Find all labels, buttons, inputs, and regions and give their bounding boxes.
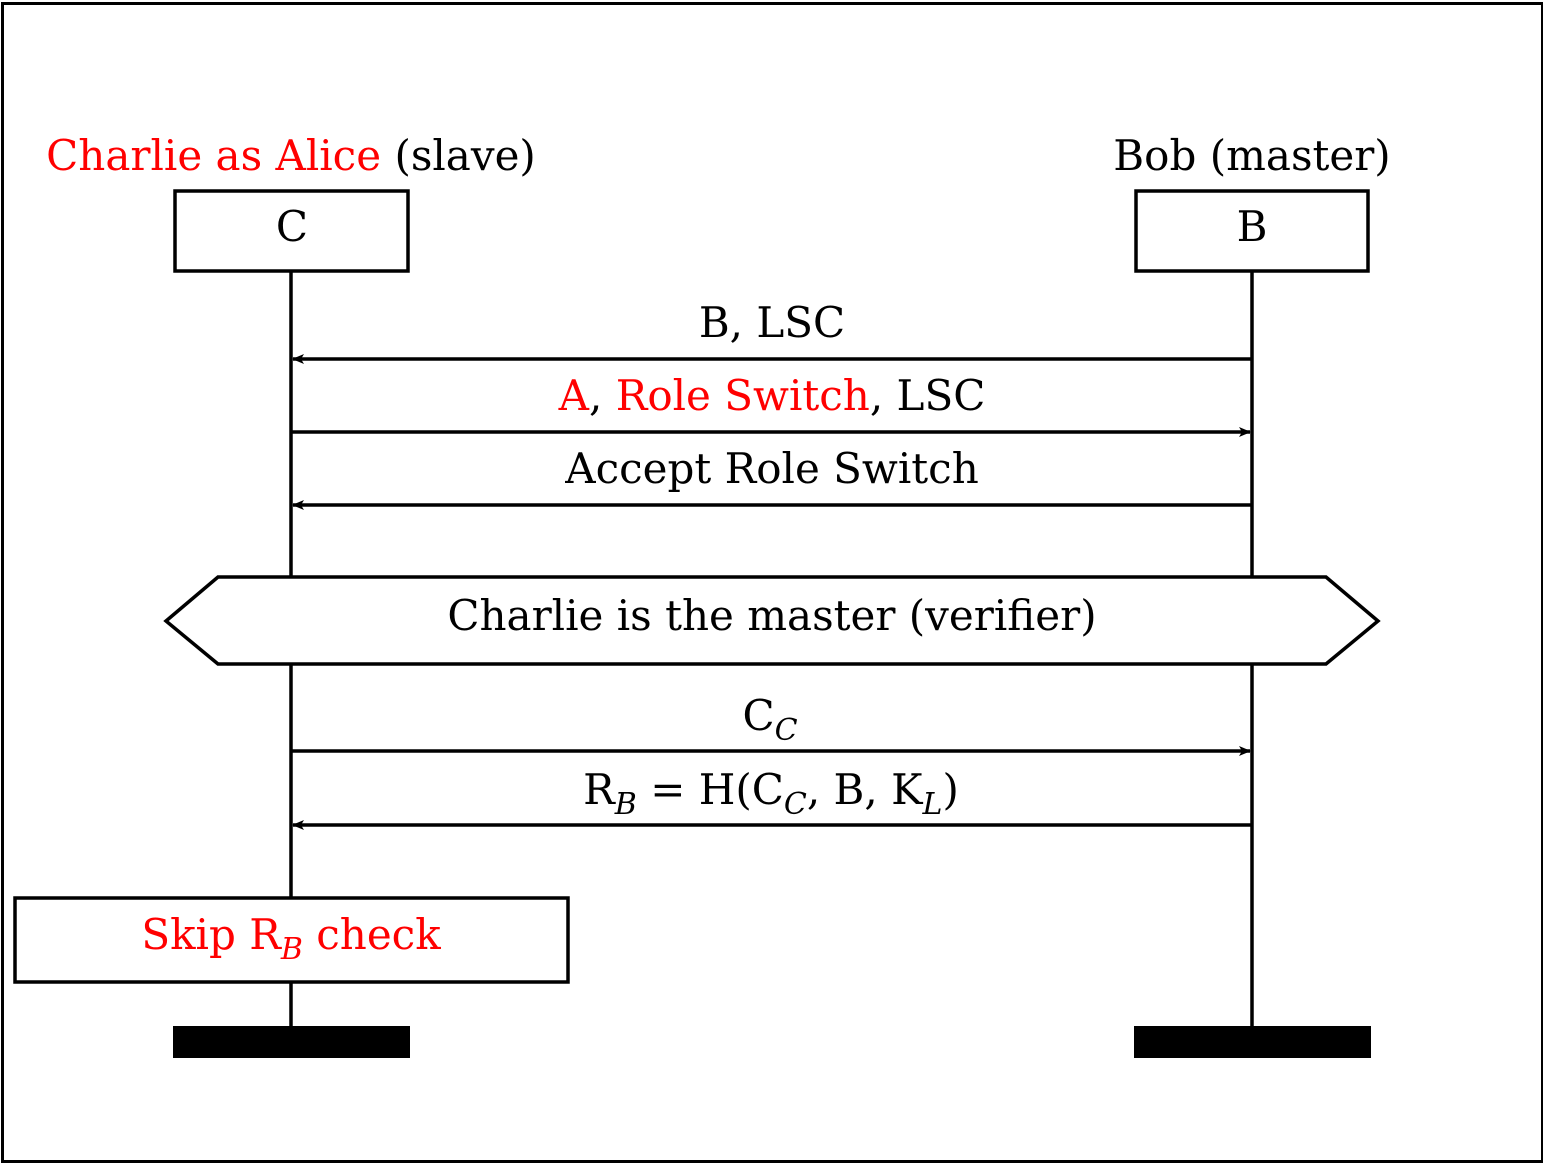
message-label-2-part-lsc: , LSC [869,371,986,420]
participant-title-charlie-rest: (slave) [394,131,536,180]
banner-shape [163,575,1381,666]
message-label-5-part-6: ) [942,765,959,814]
message-label-2-part-sep: , [588,371,616,420]
message-label-2-part-role-switch: Role Switch [615,371,870,420]
participant-box-label-bob: B [1236,202,1268,251]
message-label-4-base: C [742,691,775,740]
message-label-2: A, Role Switch, LSC [559,372,986,420]
message-label-5-part-0: R [583,765,615,814]
lifeline-end-bob [1134,1026,1371,1058]
message-label-5-part-4: , B, K [806,765,923,814]
banner-text: Charlie is the master (verifier) [447,591,1097,640]
participant-box-charlie [173,189,410,273]
participant-title-charlie: Charlie as Alice (slave) [46,132,536,180]
message-label-5-part-2: = H(C [636,765,784,814]
participant-title-bob: Bob (master) [1113,131,1391,180]
message-label-5-part-5: L [922,787,943,822]
message-label-2-part-a: A [558,371,589,420]
action-box-text-part-2: check [302,910,441,959]
action-box-text: Skip RB check [141,910,441,968]
lifeline-end-charlie [173,1026,410,1058]
message-label-1: B, LSC [698,298,846,347]
message-label-5-part-3: C [783,787,807,822]
participant-box-bob [1134,189,1370,273]
message-label-3: Accept Role Switch [565,444,979,493]
message-label-5: RB = H(CC, B, KL) [583,765,959,823]
action-box [13,896,570,984]
action-box-text-part-0: Skip R [141,910,281,959]
message-label-5-part-1: B [614,787,637,822]
action-box-text-part-1: B [280,932,303,967]
message-label-4: CC [742,691,798,749]
message-label-4-sub: C [774,713,798,748]
participant-box-label-charlie: C [275,202,309,251]
participant-title-charlie-highlight: Charlie as Alice [46,131,382,180]
